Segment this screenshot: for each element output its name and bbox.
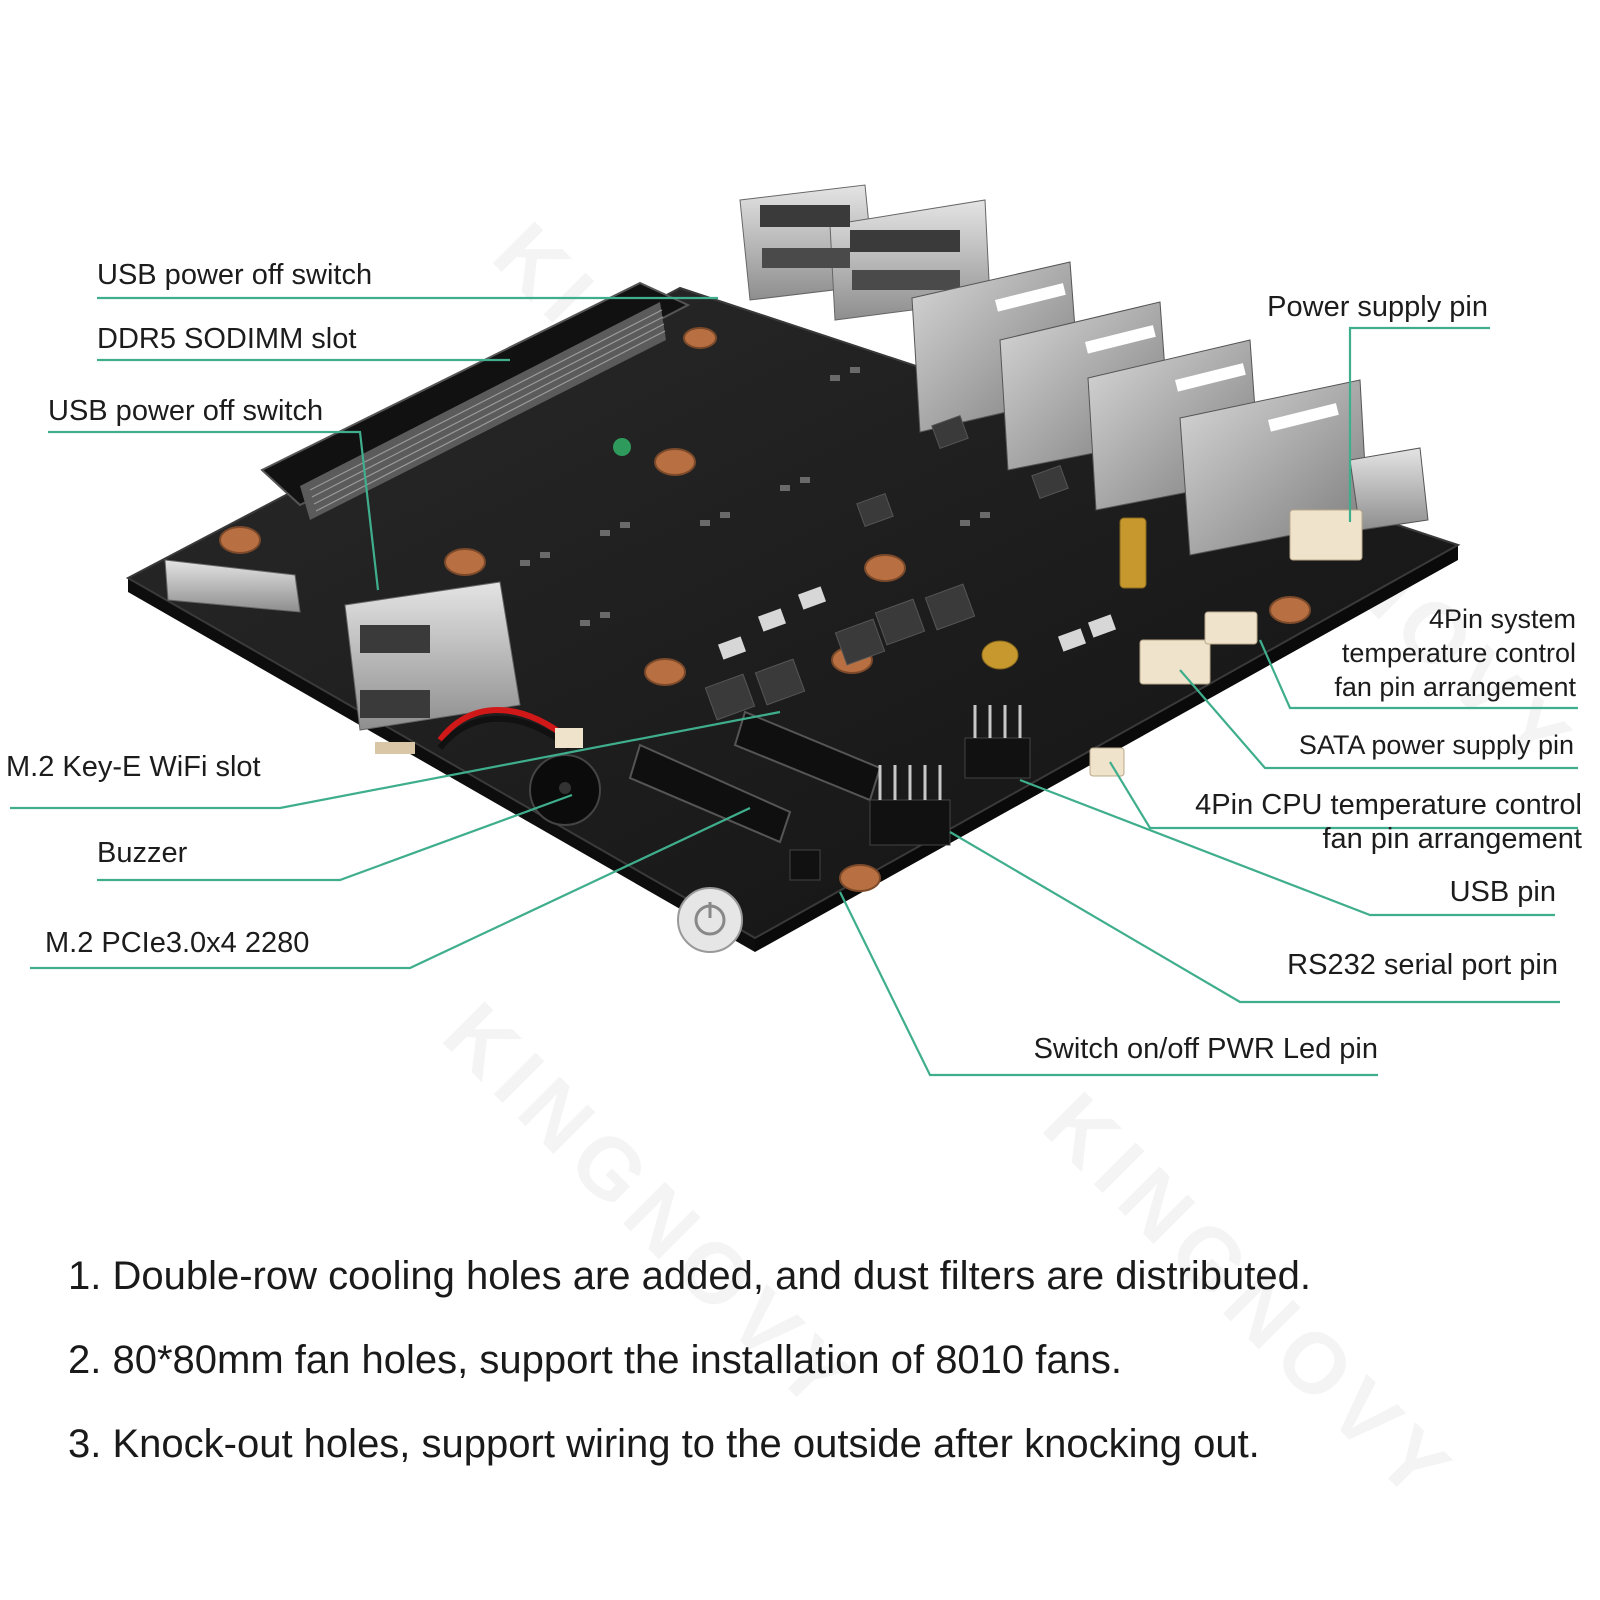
callout-m2-key-e-wifi-slot: M.2 Key-E WiFi slot	[6, 751, 261, 783]
callout-switch-pwr-led-pin: Switch on/off PWR Led pin	[1033, 1033, 1378, 1065]
callout-rs232-serial-port-pin: RS232 serial port pin	[1287, 949, 1558, 981]
rear-usb-ports	[739, 184, 991, 321]
callout-usb-power-off-switch-mid: USB power off switch	[48, 395, 324, 427]
note-2: 2. 80*80mm fan holes, support the instal…	[68, 1338, 1123, 1382]
callout-m2-pcie: M.2 PCIe3.0x4 2280	[45, 927, 310, 959]
callout-4pin-cpu-fan: 4Pin CPU temperature control fan pin arr…	[1195, 789, 1582, 855]
callout-usb-power-off-switch-top: USB power off switch	[97, 259, 373, 291]
callout-usb-pin: USB pin	[1449, 876, 1556, 908]
front-io	[164, 559, 521, 754]
note-3: 3. Knock-out holes, support wiring to th…	[68, 1422, 1260, 1466]
m2-pcie-slot	[628, 743, 792, 844]
callout-4pin-system-fan: 4Pin system temperature control fan pin …	[1334, 604, 1576, 702]
callout-sata-power-supply-pin: SATA power supply pin	[1298, 730, 1574, 760]
power-button-part	[677, 887, 743, 953]
pin-headers	[789, 705, 1031, 881]
ddr5-slot	[260, 281, 691, 507]
note-1: 1. Double-row cooling holes are added, a…	[68, 1254, 1311, 1298]
callout-buzzer: Buzzer	[97, 837, 188, 869]
leader-lines	[10, 296, 1578, 1077]
callout-ddr5-sodimm-slot: DDR5 SODIMM slot	[97, 323, 357, 355]
callout-power-supply-pin: Power supply pin	[1267, 291, 1488, 323]
